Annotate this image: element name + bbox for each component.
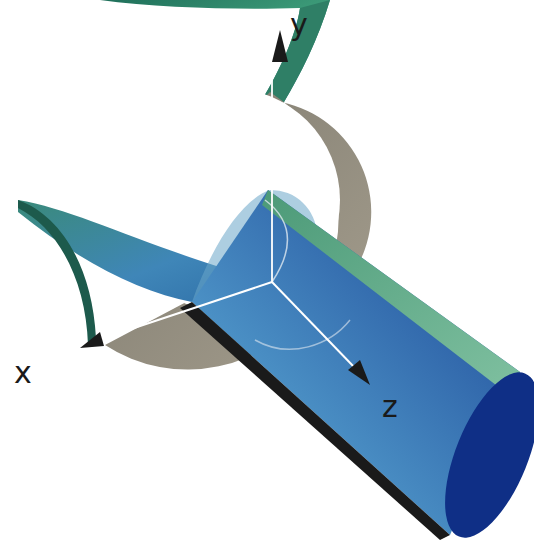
axis-label: z (382, 392, 398, 422)
axis-label: y (290, 10, 308, 40)
axis-label: x (14, 358, 32, 388)
